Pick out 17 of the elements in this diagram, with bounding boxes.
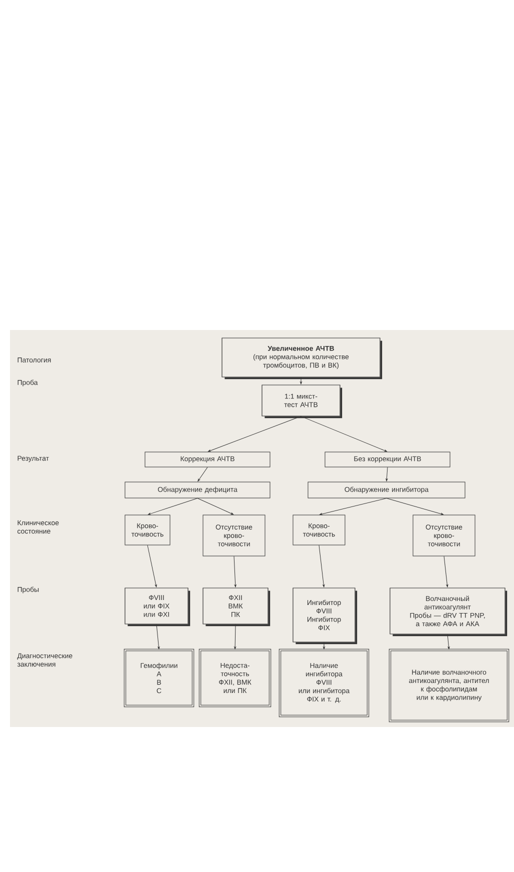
arrow <box>208 416 302 452</box>
arrow <box>156 624 160 650</box>
arrow <box>197 498 234 515</box>
arrow <box>300 377 302 384</box>
arrow <box>148 498 198 515</box>
arrow <box>323 642 325 650</box>
arrow <box>444 556 448 588</box>
arrow <box>319 498 387 516</box>
arrow <box>318 545 325 588</box>
arrow <box>234 624 236 650</box>
arrow <box>147 545 157 588</box>
arrow <box>198 467 208 482</box>
arrow <box>300 416 388 452</box>
arrow <box>386 498 444 515</box>
arrow <box>386 467 388 482</box>
arrow <box>234 556 236 588</box>
arrow <box>447 634 450 650</box>
